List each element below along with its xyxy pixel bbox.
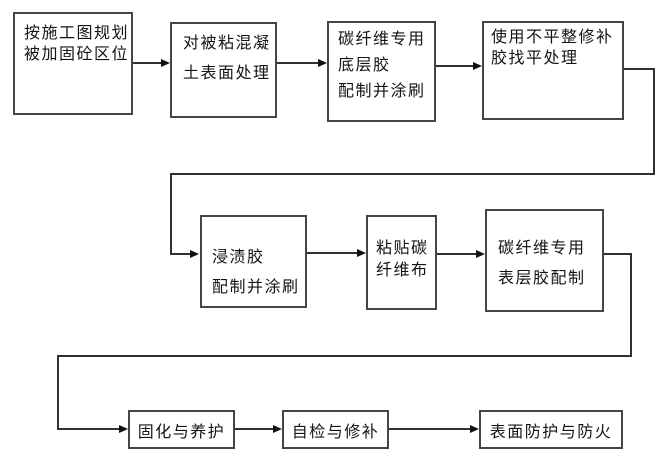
arrow-step6-to-step7 (437, 253, 477, 255)
flow-step-text: 按施工图规划 (24, 25, 130, 42)
arrow-step9-to-step10 (389, 428, 471, 430)
arrow-step1-to-step2 (133, 62, 162, 64)
flow-step-leveling-repair: 使用不平整修补 胶找平处理 (482, 21, 624, 120)
flow-step-text: 土表面处理 (183, 65, 271, 82)
arrowhead-icon (473, 62, 482, 70)
flow-step-text: 对被粘混凝 (183, 35, 271, 52)
arrowhead-icon (119, 425, 128, 433)
flow-step-surface-protection: 表面防护与防火 (479, 410, 623, 449)
arrow-step4-to-step5 (170, 253, 191, 255)
flow-step-text: 浸渍胶 (212, 249, 265, 266)
flow-step-text: 胶找平处理 (491, 50, 579, 67)
connector-step4-to-step5 (624, 68, 655, 70)
flow-step-impregnating-adhesive: 浸渍胶 配制并涂刷 (200, 215, 307, 308)
flow-step-text: 碳纤维专用 (338, 31, 426, 48)
flow-step-plan-area: 按施工图规划 被加固砼区位 (13, 12, 133, 115)
arrow-step3-to-step4 (436, 65, 474, 67)
arrowhead-icon (476, 250, 485, 258)
flow-step-primer-adhesive: 碳纤维专用 底层胶 配制并涂刷 (327, 21, 436, 122)
connector-step7-to-step8 (604, 253, 632, 255)
flow-step-text: 碳纤维专用 (498, 240, 586, 257)
arrowhead-icon (161, 59, 170, 67)
arrowhead-icon (273, 425, 282, 433)
flow-step-text: 表层胶配制 (498, 270, 586, 287)
arrow-step8-to-step9 (235, 428, 274, 430)
flow-step-text: 表面防护与防火 (489, 423, 613, 441)
arrow-step7-to-step8 (57, 428, 120, 430)
connector-step4-to-step5 (170, 173, 655, 175)
arrow-step5-to-step6 (307, 252, 358, 254)
flow-step-text: 配制并涂刷 (212, 279, 300, 296)
flow-step-paste-carbon-fiber: 粘贴碳 纤维布 (366, 215, 437, 310)
arrowhead-icon (357, 249, 366, 257)
flow-step-text: 使用不平整修补 (491, 29, 614, 46)
arrowhead-icon (190, 250, 199, 258)
flow-step-text: 配制并涂刷 (338, 83, 426, 100)
flow-step-text: 自检与修补 (291, 423, 380, 441)
flow-step-self-check-repair: 自检与修补 (282, 410, 389, 449)
flow-step-text: 被加固砼区位 (24, 46, 130, 63)
connector-step4-to-step5 (653, 68, 655, 175)
flow-step-text: 固化与养护 (137, 423, 226, 441)
arrowhead-icon (470, 425, 479, 433)
connector-step7-to-step8 (57, 355, 59, 430)
flow-step-text: 粘贴碳 (376, 240, 429, 257)
connector-step4-to-step5 (170, 173, 172, 255)
arrow-step2-to-step3 (277, 62, 319, 64)
flow-step-text: 纤维布 (376, 262, 429, 279)
connector-step7-to-step8 (630, 253, 632, 357)
flow-step-curing: 固化与养护 (128, 410, 235, 449)
arrowhead-icon (318, 59, 327, 67)
flow-step-surface-treatment: 对被粘混凝 土表面处理 (170, 22, 277, 118)
flow-step-top-coat-adhesive: 碳纤维专用 表层胶配制 (485, 209, 604, 312)
connector-step7-to-step8 (57, 355, 632, 357)
flow-step-text: 底层胶 (338, 57, 391, 74)
